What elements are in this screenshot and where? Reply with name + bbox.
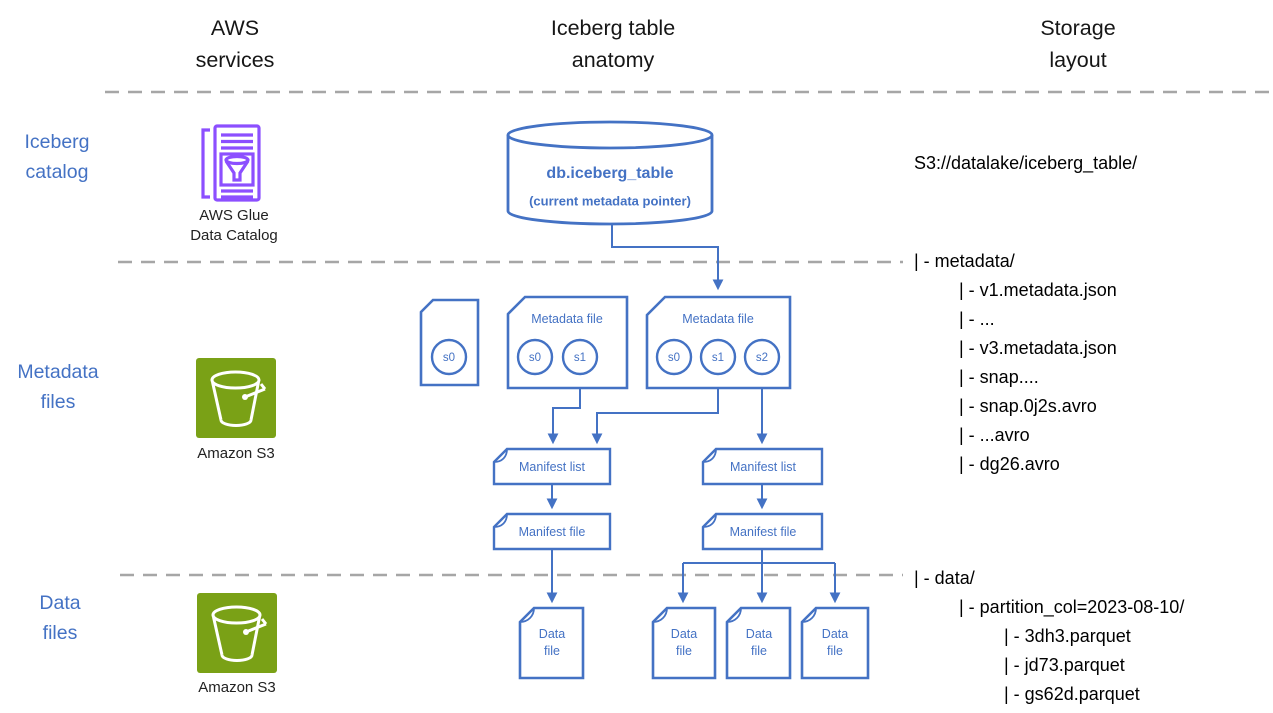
storage-line: | - ...	[959, 309, 995, 329]
manifest-file-2-label: Manifest file	[729, 525, 797, 539]
storage-line: | - v3.metadata.json	[959, 338, 1117, 358]
manifest-file-2-shape	[701, 512, 824, 551]
column-header-iceberg-anatomy: Iceberg table anatomy	[550, 16, 676, 72]
storage-line: | - partition_col=2023-08-10/	[959, 597, 1185, 617]
storage-line: | - snap....	[959, 367, 1039, 387]
storage-line: | - dg26.avro	[959, 454, 1060, 474]
manifest-list-2-label: Manifest list	[730, 460, 796, 474]
snapshot-label-m1-s0: s0	[442, 352, 456, 364]
storage-line: | - metadata/	[914, 251, 1015, 271]
snapshot-circle-m3-s0	[655, 338, 693, 376]
snapshot-circle-m3-s1	[699, 338, 737, 376]
storage-data-listing: | - data/ | - partition_col=2023-08-10/ …	[914, 564, 1184, 709]
row-label-data-files: Data files	[39, 592, 81, 644]
connector-manifestfile2-split	[683, 549, 835, 564]
storage-metadata-listing: | - metadata/ | - v1.metadata.json | - .…	[914, 247, 1117, 479]
catalog-pointer-note: (current metadata pointer)	[529, 193, 691, 209]
manifest-list-1-label: Manifest list	[519, 460, 585, 474]
metadata-file-3-label: Metadata file	[682, 312, 754, 326]
manifest-list-1-shape	[492, 447, 612, 486]
metadata-file-2-label: Metadata file	[531, 312, 603, 326]
s3-icon-label-data: Amazon S3	[198, 679, 276, 696]
snapshot-circle-m1-s0	[430, 338, 468, 376]
data-file-4-label: Data file	[821, 627, 849, 658]
storage-line: | - gs62d.parquet	[1004, 684, 1140, 704]
glue-data-catalog-icon	[198, 123, 264, 203]
data-file-2-shape	[651, 606, 717, 680]
snapshot-label-m2-s0: s0	[528, 352, 542, 364]
snapshot-circle-m2-s1	[561, 338, 599, 376]
snapshot-label-m3-s0: s0	[667, 352, 681, 364]
storage-line: | - jd73.parquet	[1004, 655, 1125, 675]
manifest-file-1-label: Manifest file	[518, 525, 586, 539]
row-label-iceberg-catalog: Iceberg catalog	[24, 131, 90, 183]
snapshot-label-m3-s1: s1	[711, 352, 725, 364]
storage-root-path: S3://datalake/iceberg_table/	[914, 153, 1138, 173]
glue-icon-label: AWS Glue Data Catalog	[190, 207, 278, 244]
connector-m2s1-to-manifestlist1	[547, 375, 581, 445]
s3-icon-label-metadata: Amazon S3	[197, 445, 275, 462]
manifest-list-2-shape	[701, 447, 824, 486]
column-header-aws-services: AWS services	[195, 16, 275, 72]
catalog-cylinder-shape	[506, 120, 714, 226]
data-file-1-shape	[518, 606, 585, 680]
data-file-4-shape	[800, 606, 870, 680]
storage-line: | - ...avro	[959, 425, 1030, 445]
manifest-file-1-shape	[492, 512, 612, 551]
data-file-3-shape	[725, 606, 792, 680]
column-header-storage-layout: Storage layout	[1040, 16, 1116, 72]
storage-line: | - v1.metadata.json	[959, 280, 1117, 300]
snapshot-circle-m2-s0	[516, 338, 554, 376]
banner-fold-lines	[493, 448, 717, 528]
connector-m3s1-to-manifestlist1	[591, 375, 719, 445]
data-file-1-label: Data file	[538, 627, 566, 658]
data-file-3-label: Data file	[745, 627, 773, 658]
data-file-2-label: Data file	[670, 627, 698, 658]
connector-catalog-to-metadata3	[611, 224, 724, 291]
catalog-table-name: db.iceberg_table	[546, 165, 674, 182]
storage-line: | - data/	[914, 568, 975, 588]
snapshot-label-m2-s1: s1	[573, 352, 587, 364]
s3-bucket-icon-metadata	[196, 358, 276, 438]
storage-line: | - 3dh3.parquet	[1004, 626, 1131, 646]
row-label-metadata-files: Metadata files	[17, 361, 99, 413]
s3-bucket-icon-data	[197, 593, 277, 673]
snapshot-circle-m3-s2	[743, 338, 781, 376]
snapshot-label-m3-s2: s2	[755, 352, 769, 364]
storage-line: | - snap.0j2s.avro	[959, 396, 1097, 416]
data-file-fold-lines	[519, 607, 817, 623]
